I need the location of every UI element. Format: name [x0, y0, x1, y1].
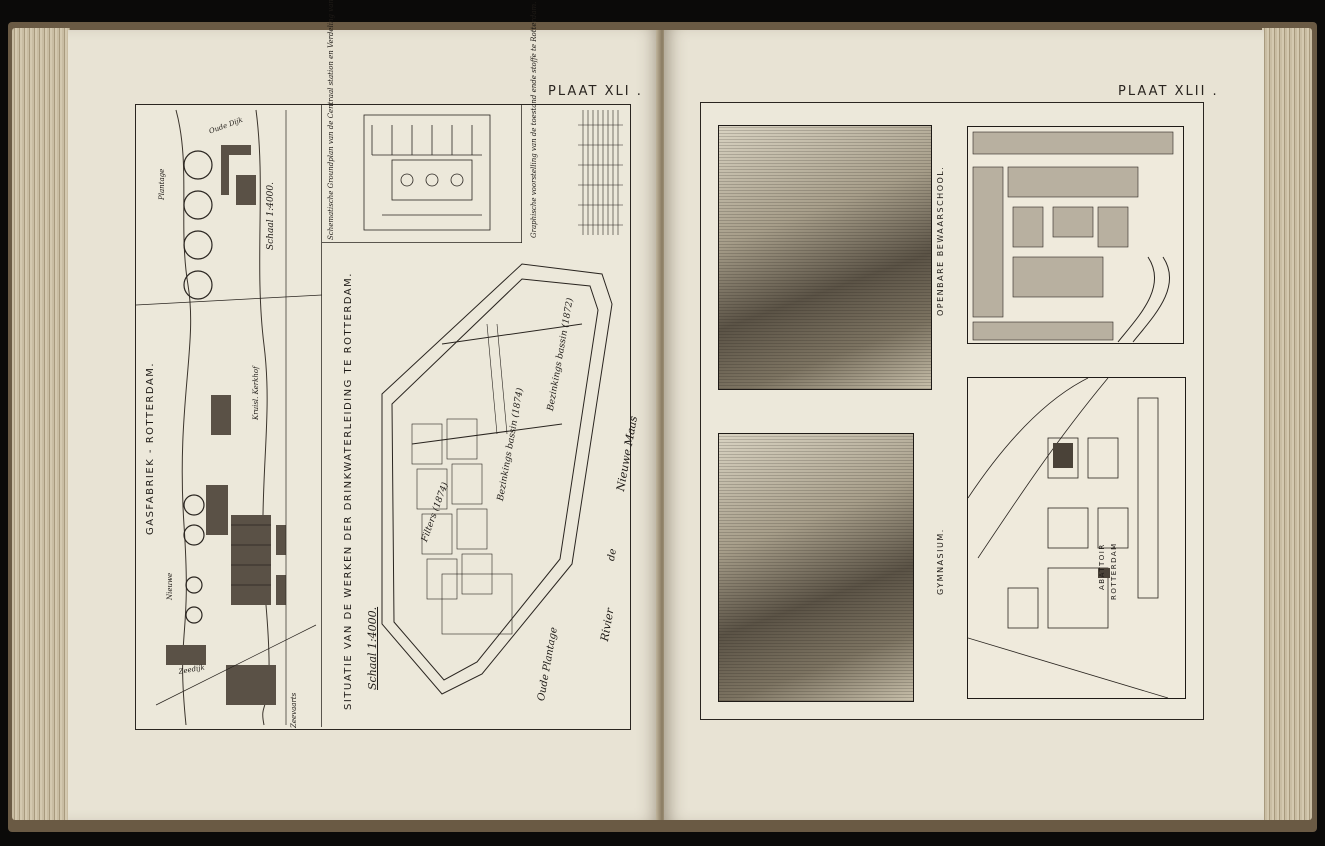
schema-panel [322, 105, 522, 243]
gasfabriek-title: GASFABRIEK - ROTTERDAM. [145, 361, 156, 535]
caption-gymnasium: GYMNASIUM. [936, 528, 945, 595]
plate-label-right: PLAAT XLII . [1118, 84, 1219, 99]
gasfabriek-map [136, 105, 322, 727]
map-bewaarschool [967, 126, 1184, 344]
gasfabriek-label-zeevaarts: Zeevaarts [290, 692, 298, 728]
photo-gymnasium [718, 433, 914, 702]
caption-bewaarschool: OPENBARE BEWAARSCHOOL. [936, 165, 945, 316]
map-gymnasium [967, 377, 1186, 699]
plate-label-left: PLAAT XLI . [548, 84, 643, 99]
waterleiding-map [322, 244, 628, 726]
map-label-abattoir: ABATTOIR [1098, 543, 1106, 590]
map-label-rotterdam: ROTTERDAM [1110, 542, 1118, 600]
grafiek-caption: Graphische voorstelling van de toestand … [530, 1, 538, 238]
photo-bewaarschool [718, 125, 932, 390]
waterleiding-scale: Schaal 1:4000. [366, 606, 379, 690]
gasfabriek-label-plantage: Plantage [158, 168, 166, 200]
page-edges-left [12, 28, 70, 820]
page-edges-right [1262, 28, 1312, 820]
gasfabriek-label-kerkhof: Kruisl. Kerkhof [252, 366, 260, 420]
grafiek-panel [523, 105, 628, 243]
gasfabriek-scale: Schaal 1:4000. [266, 182, 276, 250]
waterleiding-title: SITUATIE VAN DE WERKEN DER DRINKWATERLEI… [343, 272, 354, 710]
gasfabriek-label-nieuwe: Nieuwe [166, 572, 174, 600]
schema-caption: Schematische Groundplan van de Centraal … [327, 0, 335, 240]
waterleiding-label-de: de [606, 547, 619, 562]
